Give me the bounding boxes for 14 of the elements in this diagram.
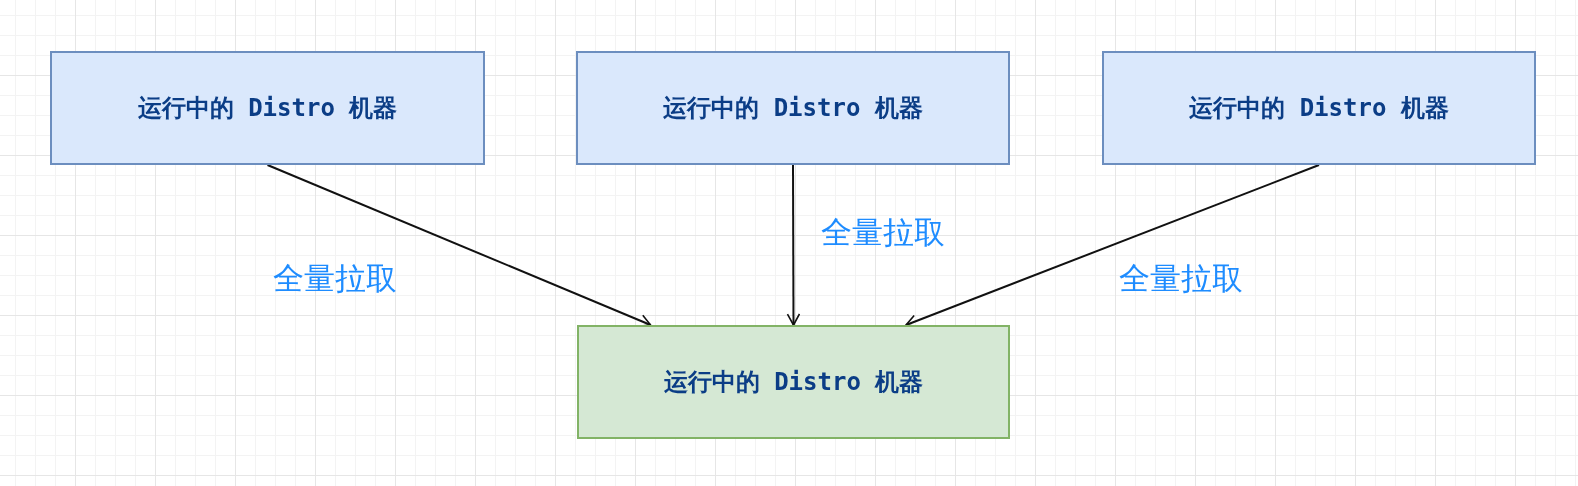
machine-box (50, 51, 485, 165)
edge-label: 全量拉取 (821, 213, 945, 252)
edge-label: 全量拉取 (1119, 259, 1243, 298)
machine-label: 运行中的 Distro 机器 (663, 367, 924, 398)
machine-label: 运行中的 Distro 机器 (663, 93, 923, 124)
machine-label: 运行中的 Distro 机器 (1189, 93, 1449, 124)
machine-box (576, 51, 1010, 165)
machine-box (577, 325, 1010, 439)
arrow (786, 164, 801, 326)
machine-label: 运行中的 Distro 机器 (137, 93, 398, 124)
edge-label: 全量拉取 (273, 259, 397, 298)
arrow (266, 164, 652, 328)
arrow (905, 164, 1320, 328)
machine-box (1102, 51, 1536, 165)
